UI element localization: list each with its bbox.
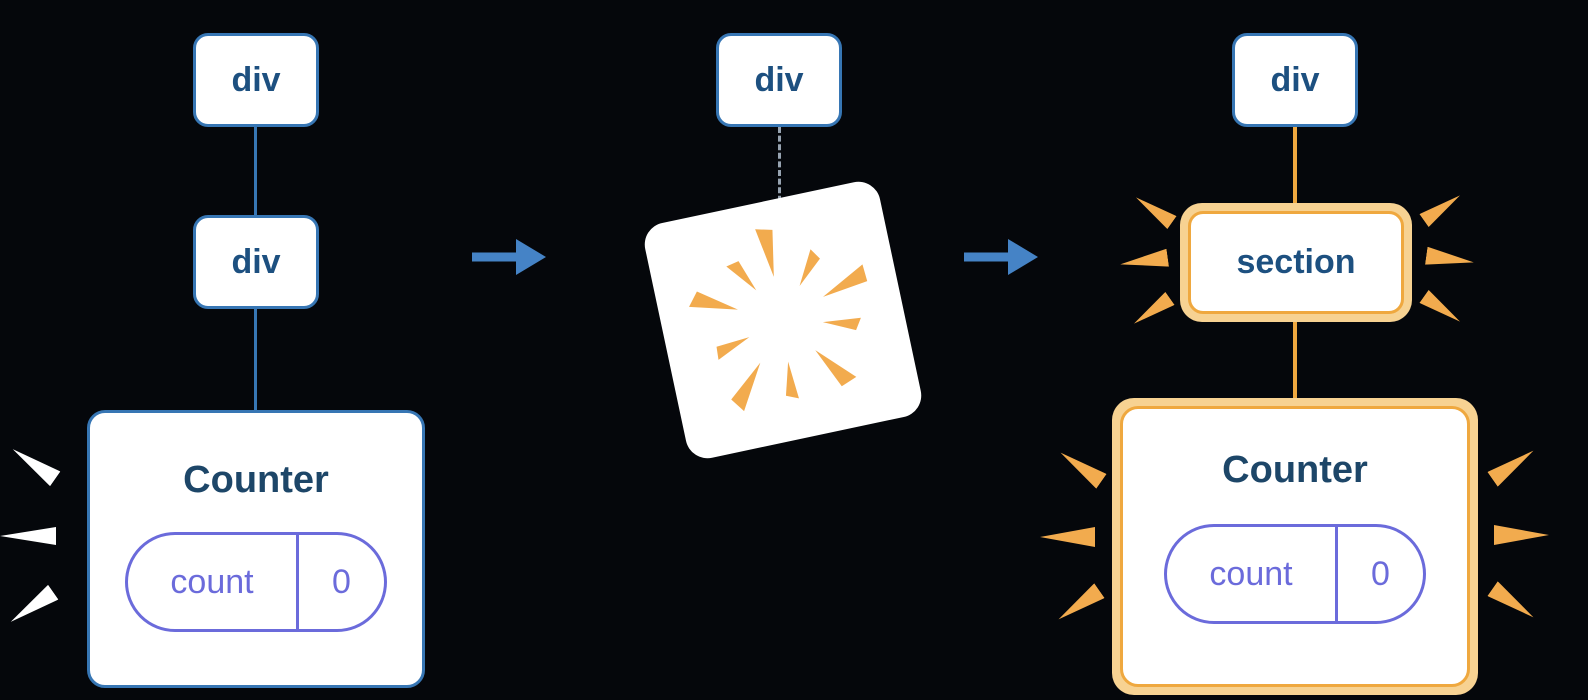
- before-div-node-2-label: div: [231, 242, 281, 281]
- after-state-key: count: [1209, 554, 1293, 593]
- before-connector-1: [254, 127, 257, 215]
- poof-dashed-connector: [778, 127, 781, 219]
- spark-icon: [1055, 445, 1106, 488]
- spark-icon: [1131, 191, 1176, 229]
- after-div-node: div: [1232, 33, 1358, 127]
- poof-div-node-label: div: [754, 60, 804, 99]
- spark-icon: [1053, 583, 1104, 626]
- spark-icon: [6, 585, 59, 630]
- before-div-node-2: div: [193, 215, 319, 309]
- after-div-node-label: div: [1270, 60, 1320, 99]
- before-counter-title: Counter: [183, 459, 329, 501]
- before-state-value: 0: [296, 535, 384, 629]
- right-arrow-icon: [472, 239, 546, 275]
- poof-card: [640, 177, 926, 463]
- before-state-pill: count 0: [125, 532, 387, 632]
- spark-icon: [1487, 581, 1538, 624]
- spark-icon: [1040, 527, 1095, 547]
- spark-icon: [8, 442, 61, 487]
- after-state-value: 0: [1335, 527, 1423, 621]
- after-counter-card: Counter count 0: [1112, 398, 1478, 695]
- spark-icon: [1119, 249, 1169, 274]
- poof-burst-icon: [689, 229, 868, 412]
- after-counter-title: Counter: [1222, 449, 1368, 491]
- before-div-node-1-label: div: [231, 60, 281, 99]
- right-arrow-icon: [964, 239, 1038, 275]
- before-connector-2: [254, 309, 257, 410]
- spark-icon: [1487, 443, 1538, 486]
- spark-icon: [1419, 290, 1464, 328]
- spark-icon: [0, 527, 56, 545]
- poof-div-node: div: [716, 33, 842, 127]
- spark-icon: [1129, 292, 1174, 330]
- before-counter-card: Counter count 0: [87, 410, 425, 688]
- after-section-node-label: section: [1236, 243, 1356, 281]
- after-state-pill: count 0: [1164, 524, 1426, 624]
- spark-icon: [1419, 189, 1464, 227]
- after-section-node: section: [1180, 203, 1412, 322]
- before-div-node-1: div: [193, 33, 319, 127]
- after-connector-1: [1293, 127, 1297, 205]
- spark-icon: [1494, 525, 1549, 545]
- after-connector-2: [1293, 322, 1297, 398]
- spark-icon: [1425, 247, 1475, 272]
- before-state-key: count: [170, 562, 254, 601]
